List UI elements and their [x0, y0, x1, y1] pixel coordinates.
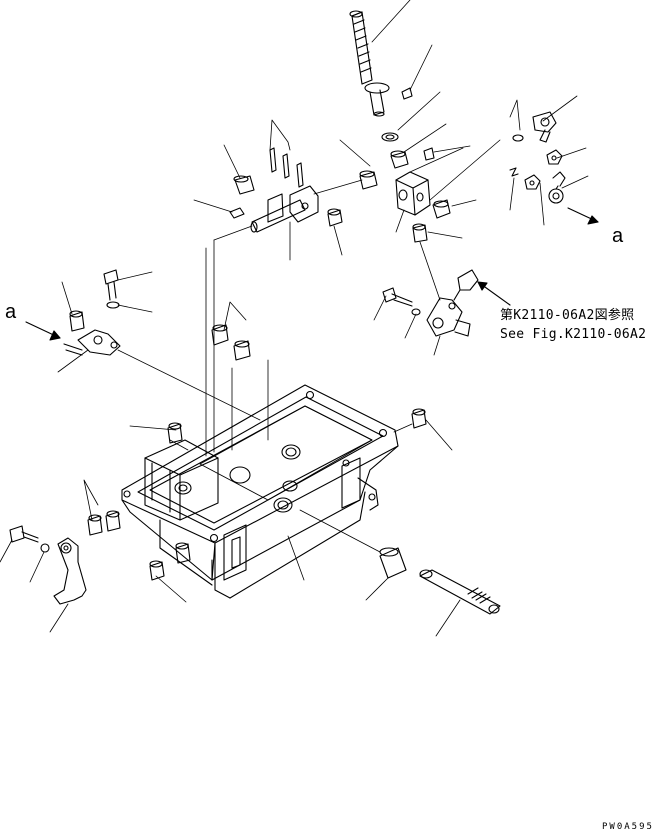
bushing-case-right: [411, 408, 427, 429]
cylinder-pin-mid: [412, 223, 428, 243]
shift-block: [395, 171, 431, 216]
pivot-pin-left: [233, 175, 255, 195]
bushing-pair-center: [211, 324, 251, 361]
arrow-reference: [477, 281, 511, 306]
cross-shaft: [250, 185, 319, 233]
lever-rod: [349, 10, 413, 117]
transmission-case: [121, 384, 399, 599]
arrow-left-a: [25, 321, 61, 341]
bushing-pair-lower-left: [87, 510, 121, 536]
bolt-left: [103, 269, 119, 301]
assembly-lines: [117, 139, 501, 553]
splined-shaft: [419, 569, 501, 615]
rod-end-right: [548, 171, 566, 204]
washer-lower-left: [40, 543, 50, 553]
bearing-lower-right: [379, 547, 407, 579]
bolt-mid-right: [382, 287, 413, 307]
pin-small-center: [327, 208, 343, 227]
ball-joint-mid-right: [453, 269, 479, 301]
cotter-pin: [229, 207, 245, 219]
arrow-label-left: a: [5, 301, 17, 323]
lever-left: [63, 329, 121, 356]
ball-joint-right: [532, 111, 557, 143]
bushing-right: [432, 199, 451, 219]
bushing-top-center: [359, 170, 378, 190]
washer-left: [106, 301, 120, 309]
lever-mid-right: [426, 297, 471, 337]
bushing-lower-left-case: [149, 542, 191, 581]
arrow-right-a: [567, 207, 599, 225]
leader-lines: [0, 0, 589, 637]
reference-japanese: 第K2110-06A2図参照: [500, 308, 635, 323]
split-pins: [269, 147, 304, 188]
bushing-left: [69, 310, 85, 332]
bushing-case-left: [167, 422, 183, 444]
nut-right-2: [524, 174, 541, 190]
washer-mid-right: [411, 308, 421, 316]
nut-right: [546, 149, 563, 165]
washer-upper: [381, 132, 399, 142]
drawing-code: PW0A595: [602, 822, 654, 832]
bushing-upper: [390, 150, 409, 169]
washer-right: [512, 134, 524, 142]
reference-english: See Fig.K2110-06A2: [500, 327, 647, 342]
bolt-lower-left: [9, 525, 39, 543]
arrow-label-right: a: [612, 225, 624, 247]
small-nut: [423, 147, 435, 161]
spring-pin: [509, 167, 519, 177]
lever-lower-left: [53, 537, 87, 605]
